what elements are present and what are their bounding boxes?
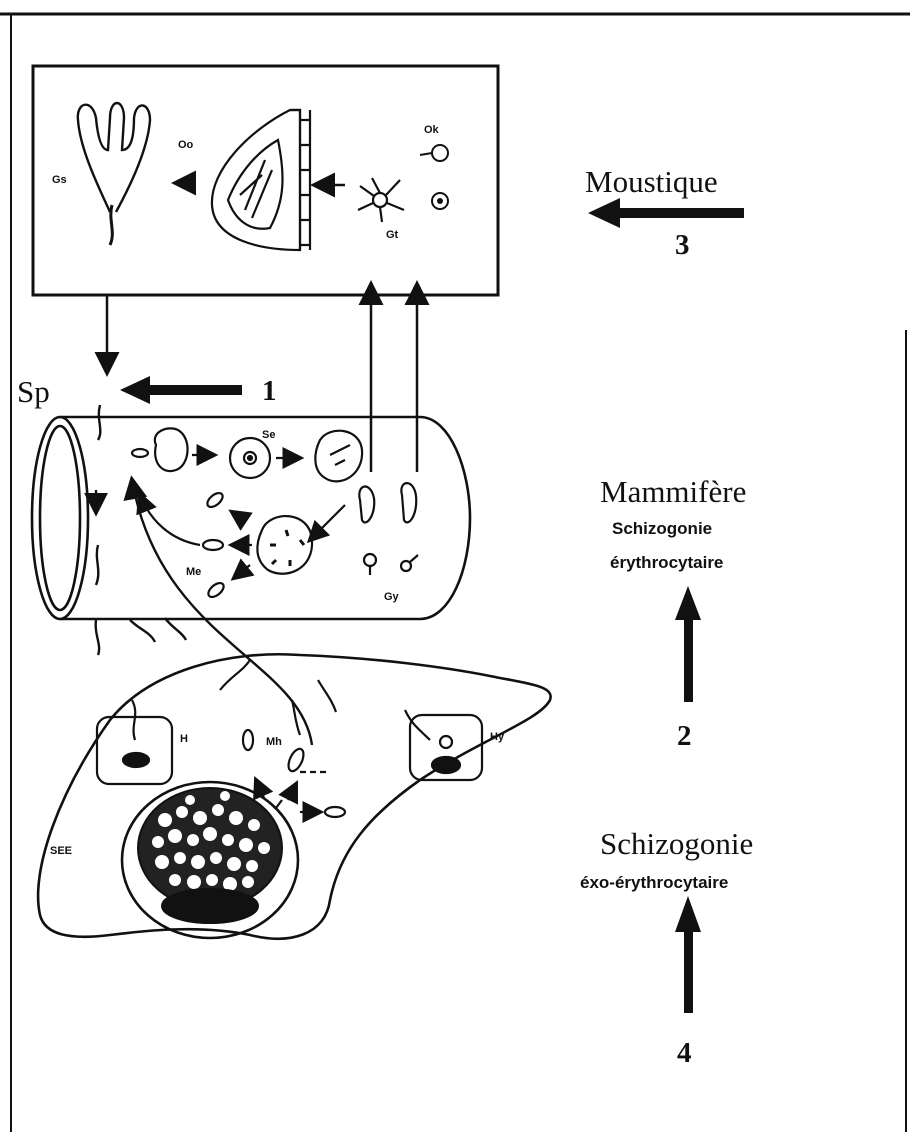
label-schizogonie-exo-1: Schizogonie bbox=[600, 826, 753, 861]
label-se: Se bbox=[262, 429, 275, 441]
label-gs: Gs bbox=[52, 174, 67, 186]
step-number-1: 1 bbox=[262, 375, 277, 407]
label-moustique: Moustique bbox=[585, 164, 718, 199]
page-frame bbox=[0, 14, 910, 1132]
label-schizogonie-exo-2: éxo-érythrocytaire bbox=[580, 873, 728, 892]
label-hy: Hy bbox=[490, 731, 505, 743]
mosquito-stage-box bbox=[33, 66, 498, 295]
label-see: SEE bbox=[50, 845, 72, 857]
label-mammifere: Mammifère bbox=[600, 474, 746, 509]
arrow-step-2 bbox=[675, 586, 701, 702]
step-number-3: 3 bbox=[675, 229, 690, 261]
label-mh: Mh bbox=[266, 736, 282, 748]
label-sp: Sp bbox=[17, 374, 50, 409]
arrow-step-1 bbox=[120, 376, 242, 404]
sporozoites-drawing bbox=[96, 405, 186, 655]
ookinete-drawing bbox=[420, 145, 448, 209]
label-gt: Gt bbox=[386, 229, 399, 241]
exflagellating-gametocyte-drawing bbox=[358, 178, 404, 222]
label-me: Me bbox=[186, 566, 201, 578]
exo-erythrocytic-schizont-drawing bbox=[122, 782, 298, 938]
label-schizogonie-erythrocytaire-1: Schizogonie bbox=[612, 519, 712, 538]
step-number-4: 4 bbox=[677, 1037, 692, 1069]
label-oo: Oo bbox=[178, 139, 194, 151]
label-ok: Ok bbox=[424, 124, 440, 136]
step-number-2: 2 bbox=[677, 720, 692, 752]
erythrocytic-cycle-drawing bbox=[132, 428, 418, 599]
liver-drawing bbox=[38, 654, 551, 938]
arrow-moustique bbox=[588, 198, 744, 228]
label-schizogonie-erythrocytaire-2: érythrocytaire bbox=[610, 553, 723, 572]
arrow-liver-merozoites-to-blood bbox=[132, 480, 312, 745]
salivary-gland-drawing bbox=[78, 103, 150, 245]
arrow-step-4 bbox=[675, 896, 701, 1013]
label-gy: Gy bbox=[384, 591, 400, 603]
stomach-wall-oocyst-drawing bbox=[212, 110, 310, 250]
label-h: H bbox=[180, 733, 188, 745]
